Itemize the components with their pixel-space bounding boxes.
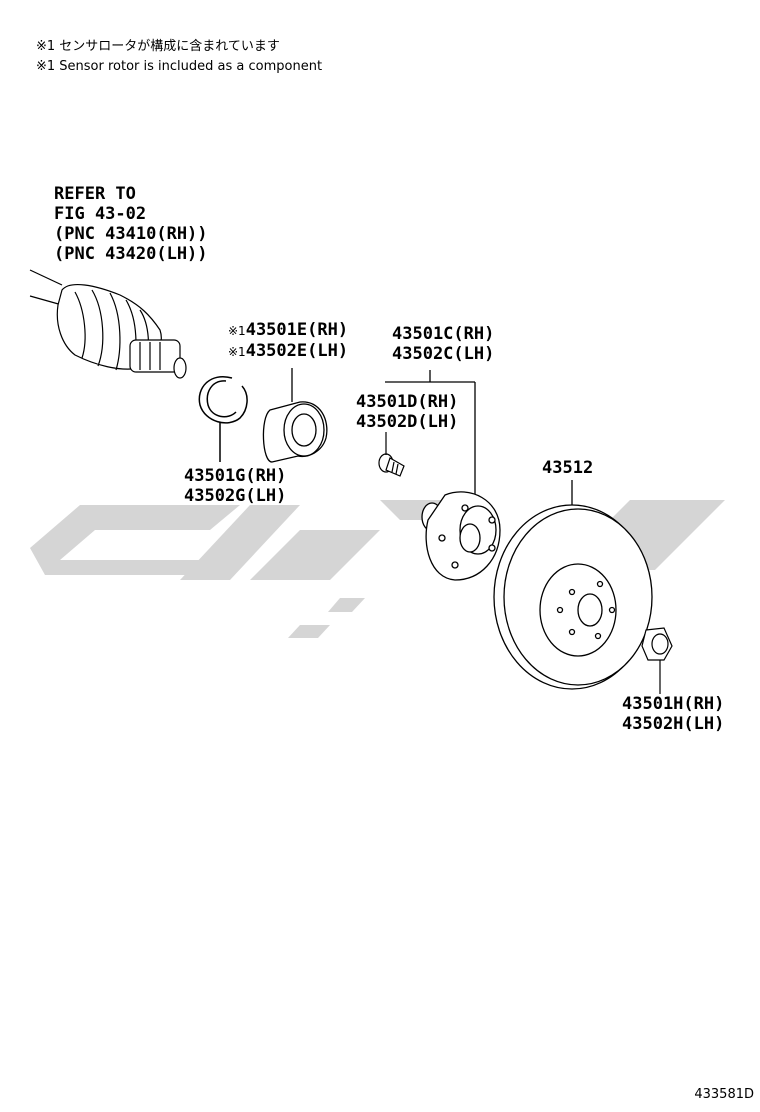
snap-ring-label: 43501G(RH) 43502G(LH) — [184, 466, 286, 506]
bearing-mark-1: ※1 — [228, 324, 246, 338]
hub-part-lh: 43502C(LH) — [392, 344, 495, 364]
hub-label: 43501C(RH) 43502C(LH) — [392, 324, 494, 364]
refer-line-3: (PNC 43410(RH)) — [54, 224, 208, 244]
brake-disc — [493, 480, 653, 690]
snap-ring-part-rh: 43501G(RH) — [184, 466, 287, 486]
disc-part: 43512 — [542, 458, 594, 478]
axle-hub — [385, 370, 501, 581]
bolt-label: 43501D(RH) 43502D(LH) — [356, 392, 458, 432]
english-note: ※1 Sensor rotor is included as a compone… — [36, 59, 323, 74]
snap-ring — [198, 375, 248, 462]
hub-part-rh: 43501C(RH) — [392, 324, 495, 344]
nut-part-lh: 43502H(LH) — [622, 714, 725, 734]
bearing-part-rh: 43501E(RH) — [245, 320, 349, 340]
watermark-logo — [30, 500, 725, 638]
disc-label: 43512 — [542, 458, 593, 478]
refer-line-2: FIG 43-02 — [54, 204, 147, 224]
refer-line-1: REFER TO — [54, 184, 136, 204]
nut-part-rh: 43501H(RH) — [622, 694, 725, 714]
bearing-part-lh: 43502E(LH) — [245, 341, 349, 361]
hub-nut — [641, 627, 673, 694]
hub-bearing — [262, 368, 328, 463]
figure-id: 433581D — [694, 1087, 754, 1102]
hub-bolt — [378, 432, 405, 477]
bearing-mark-2: ※1 — [228, 345, 246, 359]
drive-shaft — [29, 269, 187, 379]
snap-ring-part-lh: 43502G(LH) — [184, 486, 287, 506]
nut-label: 43501H(RH) 43502H(LH) — [622, 694, 724, 734]
refer-line-4: (PNC 43420(LH)) — [54, 244, 208, 264]
bolt-part-lh: 43502D(LH) — [356, 412, 459, 432]
japanese-note: ※1 センサロータが構成に含まれています — [36, 39, 280, 54]
bearing-label: ※143501E(RH) ※143502E(LH) — [228, 320, 348, 362]
refer-to-label: REFER TO FIG 43-02 (PNC 43410(RH)) (PNC … — [54, 184, 208, 264]
bolt-part-rh: 43501D(RH) — [356, 392, 459, 412]
